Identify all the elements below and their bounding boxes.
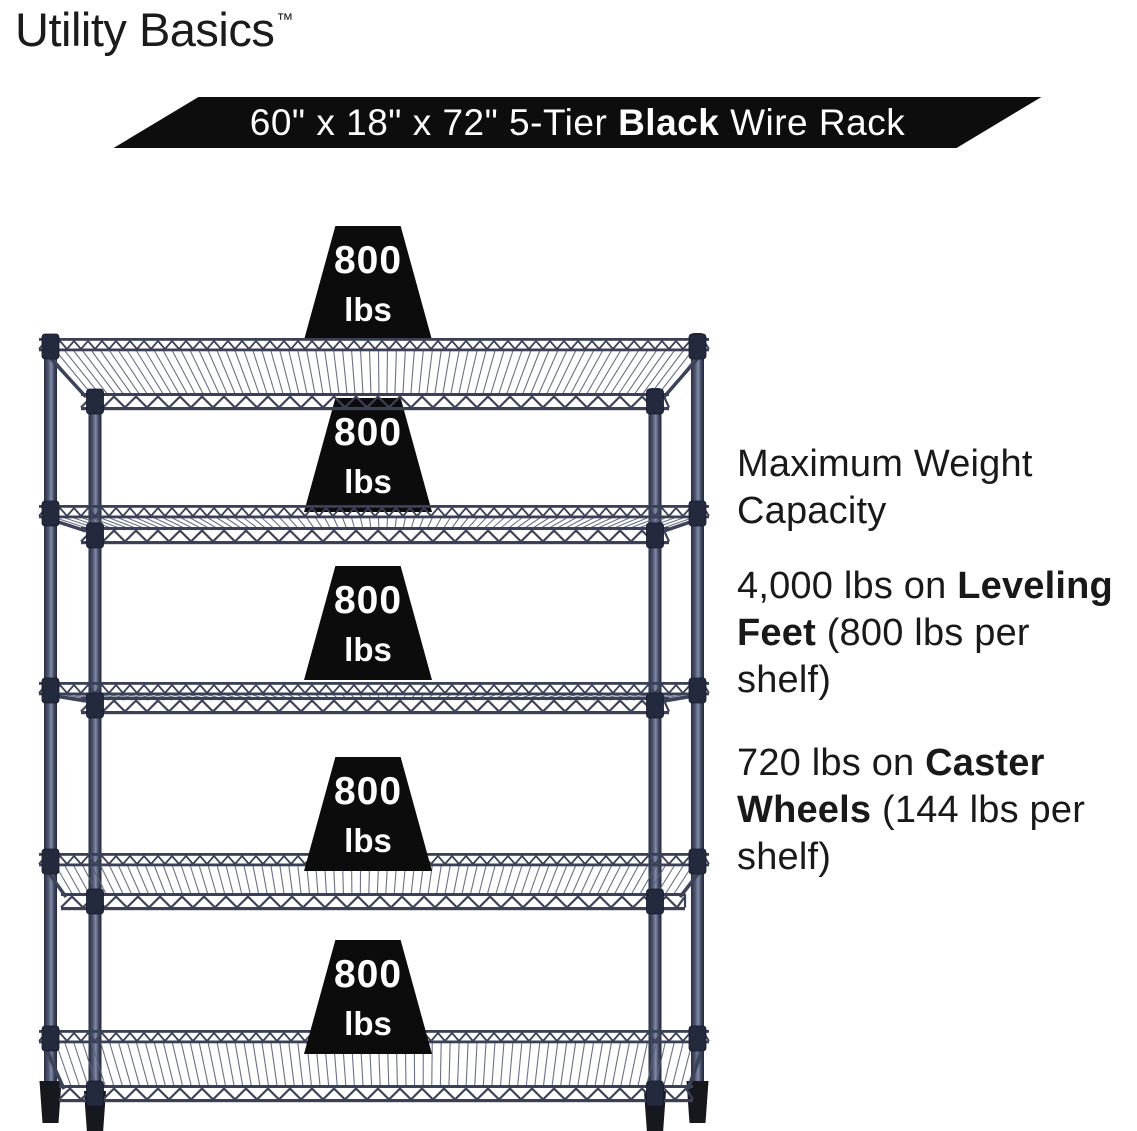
weight-badge: 800 lbs xyxy=(304,226,432,340)
badge-weight-value: 800 xyxy=(333,239,403,282)
brand-name: Utility Basics xyxy=(15,3,275,56)
banner-text-prefix: 60" x 18" x 72" 5-Tier xyxy=(249,101,619,143)
badge-weight-unit: lbs xyxy=(344,291,392,328)
badge-weight-value: 800 xyxy=(333,770,403,813)
badge-weight-value: 800 xyxy=(333,411,403,454)
trademark-symbol: ™ xyxy=(276,10,293,30)
banner-text-highlight: Black xyxy=(618,101,720,143)
badge-weight-unit: lbs xyxy=(344,822,392,859)
badge-weight-unit: lbs xyxy=(344,631,392,668)
badge-weight-unit: lbs xyxy=(344,463,392,500)
badge-weight-unit: lbs xyxy=(344,1005,392,1042)
badge-weight-value: 800 xyxy=(333,953,403,996)
badge-weight-value: 800 xyxy=(333,579,403,622)
banner-text-suffix: Wire Rack xyxy=(719,101,906,143)
title-banner: 60" x 18" x 72" 5-Tier Black Wire Rack xyxy=(156,97,999,148)
